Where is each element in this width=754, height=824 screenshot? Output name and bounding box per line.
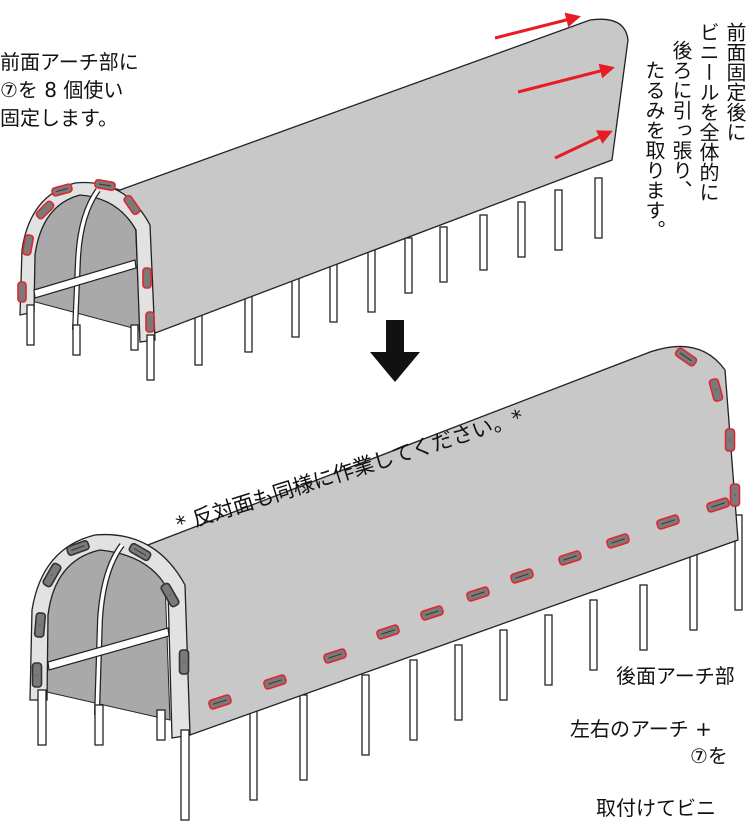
top-greenhouse [17,12,629,381]
pull-arrow-1 [494,12,581,40]
pull-arrow-2 [517,63,615,94]
pull-instruction-line2: ビニールを全体的に [696,22,720,202]
bottom-back-leg [734,514,743,611]
clip-icon [160,582,180,608]
clip-icon [142,267,152,289]
clip-icon [31,662,43,688]
clip-icon [17,281,27,303]
top-back-leg [594,177,603,239]
clip-icon [656,514,680,530]
top-back-leg [479,214,488,271]
clip-icon [706,497,730,513]
clip-icon [123,194,141,216]
bottom-back-leg [689,544,698,631]
pull-instruction-line4: たるみを取ります。 [642,60,666,240]
bottom-back-leg [589,599,598,671]
top-back-legs [194,177,603,366]
clip-icon [51,183,73,197]
rear-arch-label: 後面アーチ部 [616,664,735,688]
clip-icon [128,542,152,562]
clip-icon [208,694,232,710]
bottom-greenhouse [29,345,743,821]
pull-instruction-line3: 後ろに引っ張り、 [669,40,693,200]
bottom-front-arch [29,533,191,739]
clip-icon [420,605,444,621]
top-back-leg [291,274,300,338]
bottom-back-leg [361,674,370,756]
clip-icon [145,311,155,333]
bottom-back-leg [499,629,508,701]
clip-label: ⑦を [690,744,728,768]
top-arch-clips [17,178,155,333]
clip-icon [558,550,582,566]
bottom-back-leg [409,659,418,741]
clip-icon [94,178,116,192]
front-arch-instruction: 前面アーチ部に ⑦を 8 個使い 固定します。 [0,50,139,130]
pull-arrow-3 [554,130,613,160]
bottom-back-leg [299,694,308,781]
clip-icon [708,378,724,402]
top-back-leg [329,261,338,323]
bottom-back-leg [544,614,553,686]
top-crossbar [33,259,137,299]
clip-icon [729,483,741,507]
top-back-leg [244,291,253,353]
top-back-leg [517,201,526,258]
bottom-back-leg [454,644,463,721]
bottom-crossbar [47,627,170,671]
clip-icon [674,347,698,367]
clip-icon [606,533,630,549]
bottom-back-legs [249,514,743,801]
clip-icon [376,624,400,640]
clip-icon [724,428,736,452]
clip-icon [178,649,190,675]
clip-icon [466,586,490,602]
clip-icon [66,540,90,556]
clip-icon [263,674,287,690]
top-front-legs [26,304,155,381]
clip-icon [323,648,347,664]
pull-instruction-line1: 前面固定後に [723,22,747,142]
clip-icon [42,562,62,588]
side-arch-label: 左右のアーチ + [570,717,712,741]
pull-arrows [494,12,615,160]
top-back-leg [367,249,376,313]
top-back-leg [439,226,448,283]
bottom-back-leg [639,584,648,651]
clip-icon [35,200,55,220]
attach-label: 取付けてビニ [596,796,716,820]
clip-icon [33,612,47,638]
bottom-front-legs [37,689,190,821]
bottom-back-leg [249,709,258,801]
down-arrow-icon [370,320,420,382]
clip-icon [510,568,534,584]
top-back-leg [554,189,563,251]
bottom-clips [31,347,741,710]
top-back-leg [404,237,413,294]
clip-icon [21,234,35,256]
